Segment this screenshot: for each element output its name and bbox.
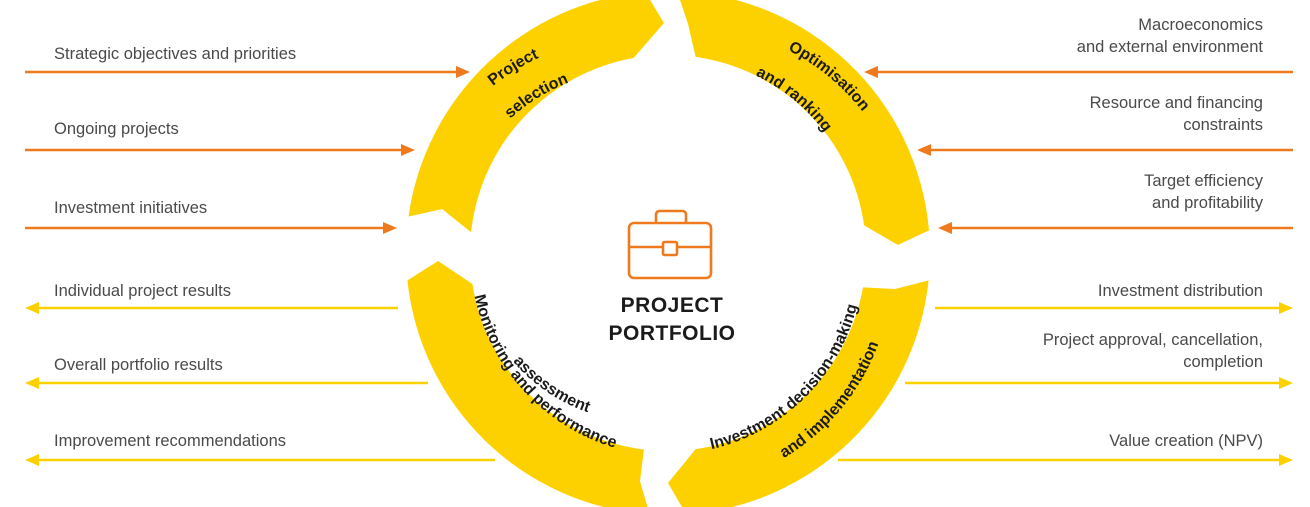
arrow-individual-results-head xyxy=(25,302,39,314)
input-label-target-efficiency-line2: and profitability xyxy=(1152,194,1263,212)
center-title-line2: PORTFOLIO xyxy=(608,322,736,345)
input-label-resource-constraints: Resource and financing constraints xyxy=(1090,92,1263,136)
arrow-investment-distribution-head xyxy=(1279,302,1293,314)
arrow-resource-constraints xyxy=(917,144,1293,156)
output-label-portfolio-results: Overall portfolio results xyxy=(54,356,223,374)
arrow-target-efficiency xyxy=(938,222,1293,234)
arrow-individual-results xyxy=(25,302,398,314)
arrow-value-creation-head xyxy=(1279,454,1293,466)
arrow-resource-constraints-head xyxy=(917,144,931,156)
arrow-project-approval-head xyxy=(1279,377,1293,389)
segment-monitoring-assessment xyxy=(407,261,648,507)
input-label-resource-constraints-line2: constraints xyxy=(1183,116,1263,134)
input-label-target-efficiency: Target efficiency and profitability xyxy=(1144,170,1263,214)
output-label-project-approval-line1: Project approval, cancellation, xyxy=(1042,331,1263,349)
segment-project-selection xyxy=(408,0,664,233)
arrow-portfolio-results xyxy=(25,377,428,389)
arrow-ongoing-projects xyxy=(25,144,415,156)
input-label-investment-initiatives: Investment initiatives xyxy=(54,199,208,217)
output-label-individual-results: Individual project results xyxy=(54,282,232,300)
output-label-value-creation: Value creation (NPV) xyxy=(1109,432,1263,450)
arrow-target-efficiency-head xyxy=(938,222,952,234)
input-label-resource-constraints-line1: Resource and financing xyxy=(1089,94,1263,112)
arrow-macroeconomics xyxy=(864,66,1293,78)
input-label-macroeconomics-line2: and external environment xyxy=(1076,38,1263,56)
input-label-ongoing-projects: Ongoing projects xyxy=(54,120,179,138)
output-label-improvement-recommendations: Improvement recommendations xyxy=(54,432,287,450)
center-title-line1: PROJECT xyxy=(620,294,724,317)
arrow-investment-initiatives xyxy=(25,222,397,234)
arrow-ongoing-projects-head xyxy=(401,144,415,156)
arrow-investment-initiatives-head xyxy=(383,222,397,234)
arrow-strategic-objectives-head xyxy=(456,66,470,78)
arrow-project-approval xyxy=(905,377,1293,389)
arrow-investment-distribution xyxy=(935,302,1293,314)
center-title: PROJECT PORTFOLIO xyxy=(562,292,782,348)
arrow-value-creation xyxy=(838,454,1293,466)
segment-optimisation-ranking xyxy=(680,0,929,245)
arrow-portfolio-results-head xyxy=(25,377,39,389)
input-label-strategic-objectives: Strategic objectives and priorities xyxy=(54,45,297,63)
arrow-strategic-objectives xyxy=(25,66,470,78)
output-label-project-approval: Project approval, cancellation, completi… xyxy=(1043,329,1263,373)
arrow-macroeconomics-head xyxy=(864,66,878,78)
output-label-project-approval-line2: completion xyxy=(1183,353,1263,371)
output-label-investment-distribution: Investment distribution xyxy=(1097,282,1263,300)
briefcase-icon xyxy=(627,209,713,280)
arrow-improvement-recommendations-head xyxy=(25,454,39,466)
input-label-macroeconomics-line1: Macroeconomics xyxy=(1138,16,1263,34)
input-label-macroeconomics: Macroeconomics and external environment xyxy=(1077,14,1263,58)
arrow-improvement-recommendations xyxy=(25,454,495,466)
segment-investment-decision xyxy=(668,280,929,507)
input-label-target-efficiency-line1: Target efficiency xyxy=(1144,172,1263,190)
